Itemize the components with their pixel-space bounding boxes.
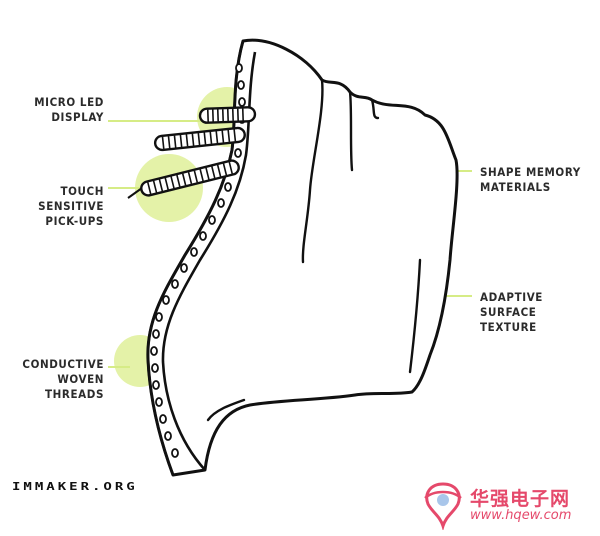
led-tube <box>198 106 257 124</box>
fold-lines <box>206 78 422 422</box>
watermark-hqew-cn: 华强电子网 <box>470 488 571 510</box>
label-adaptive-surface-texture: ADAPTIVE SURFACE TEXTURE <box>480 290 543 334</box>
label-conductive-woven-threads: CONDUCTIVE WOVEN THREADS <box>22 357 104 401</box>
label-touch-sensitive-pickups: TOUCH SENSITIVE PICK-UPS <box>38 184 104 228</box>
strip-holes <box>150 63 246 458</box>
pickup-tube-2 <box>140 159 240 197</box>
watermark-hqew-url: www.hqew.com <box>470 508 572 523</box>
pickup-wire <box>127 187 143 199</box>
label-shape-memory-materials: SHAPE MEMORY MATERIALS <box>480 165 581 194</box>
label-micro-led-display: MICRO LED DISPLAY <box>34 95 104 124</box>
watermark-immaker: IMMAKER.ORG <box>12 481 138 493</box>
pickup-tube-1 <box>153 126 246 152</box>
sensor-tubes <box>127 106 257 199</box>
hqew-logo-icon <box>424 482 462 530</box>
